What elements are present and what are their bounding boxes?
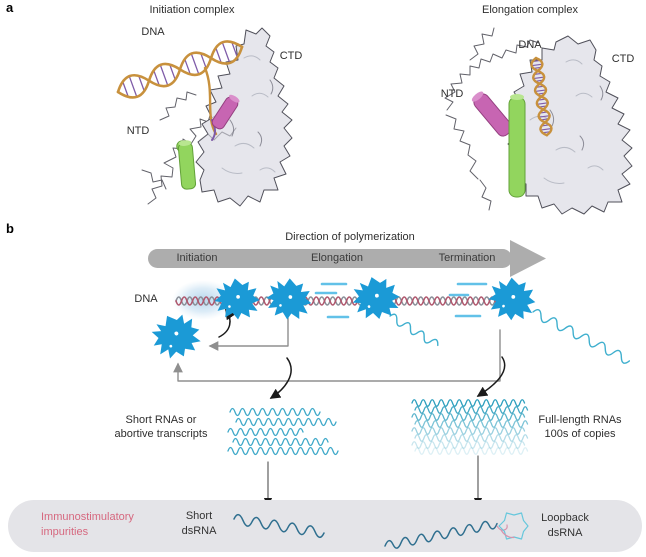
initiation-complex-title: Initiation complex (149, 4, 235, 16)
direction-of-polymerization-arrow (148, 240, 546, 277)
loopback-dsrna-label: Loopback dsRNA (535, 511, 595, 541)
label-ntd-initiation: NTD (126, 125, 150, 137)
ribbon-line (159, 91, 197, 121)
ribbon-line (479, 179, 492, 211)
short-dsrna-squiggle (233, 513, 325, 539)
full-length-release-arrow (476, 356, 506, 397)
elongation-complex-structure (444, 27, 633, 215)
short-dsrna-label: Short dsRNA (169, 509, 229, 539)
label-ntd-elongation: NTD (440, 88, 464, 100)
recycle-arrow (208, 317, 289, 351)
label-dna-template: DNA (134, 293, 158, 305)
ribbon-line (444, 39, 540, 111)
short-dsrna-line2: dsRNA (181, 525, 217, 537)
full-length-rna-pile (411, 399, 529, 455)
terminating-polymerase (486, 275, 538, 323)
arrowhead (510, 240, 546, 277)
initiation-complex-structure (116, 27, 293, 207)
dna-helix (530, 56, 553, 137)
full-rna-label-line2: 100s of copies (544, 427, 616, 440)
immunostimulatory-impurities-label: Immunostimulatory impurities (41, 510, 181, 540)
loopback-dsrna-line2: dsRNA (547, 527, 583, 539)
stage-termination: Termination (438, 252, 496, 264)
panel-a-label: a (6, 0, 14, 15)
impurities-line2: impurities (41, 526, 89, 538)
release-arrows (218, 308, 506, 399)
direction-title: Direction of polymerization (285, 231, 415, 243)
full-rna-label-line1: Full-length RNAs (538, 414, 622, 426)
green-helix-cylinder (508, 94, 526, 198)
nascent-rna (389, 309, 631, 364)
loopback-dsrna-line1: Loopback (541, 512, 589, 524)
speed-lines (314, 282, 488, 319)
short-rna-label-line1: Short RNAs or (125, 414, 197, 426)
stage-initiation: Initiation (176, 252, 218, 264)
impurities-line1: Immunostimulatory (41, 511, 134, 523)
label-ctd-elongation: CTD (611, 53, 635, 65)
short-rna-label: Short RNAs or abortive transcripts (91, 414, 231, 441)
bar-connector-arrows (263, 455, 483, 507)
abortive-release-arrow (269, 357, 292, 399)
ribbon-line (445, 114, 479, 180)
ribbon-line (199, 127, 237, 141)
green-helix-cylinder (176, 140, 197, 190)
impurities-bar (8, 500, 642, 552)
panel-b-label: b (6, 221, 14, 236)
loopback-dsrna-strand (384, 520, 498, 549)
recycle-arrow (173, 329, 501, 382)
ribbon-line (469, 27, 495, 61)
dna-template-entry (203, 66, 218, 136)
label-ctd-initiation: CTD (279, 50, 303, 62)
full-rna-label: Full-length RNAs 100s of copies (515, 414, 645, 441)
label-dna-initiation: DNA (141, 26, 165, 38)
loopback-dsrna-loop (496, 512, 529, 540)
elongation-complex-title: Elongation complex (481, 4, 578, 16)
short-rna-pile (227, 407, 339, 456)
dna-helix (116, 40, 244, 99)
magenta-helix-cylinder (211, 94, 240, 130)
stage-elongation: Elongation (311, 252, 363, 264)
short-rna-label-line2: abortive transcripts (114, 427, 208, 440)
recycle-arrows (173, 317, 501, 382)
ribbon-line (141, 169, 167, 190)
label-dna-elongation: DNA (518, 39, 542, 51)
magenta-helix-cylinder (471, 91, 513, 137)
short-dsrna-line1: Short (185, 510, 213, 522)
